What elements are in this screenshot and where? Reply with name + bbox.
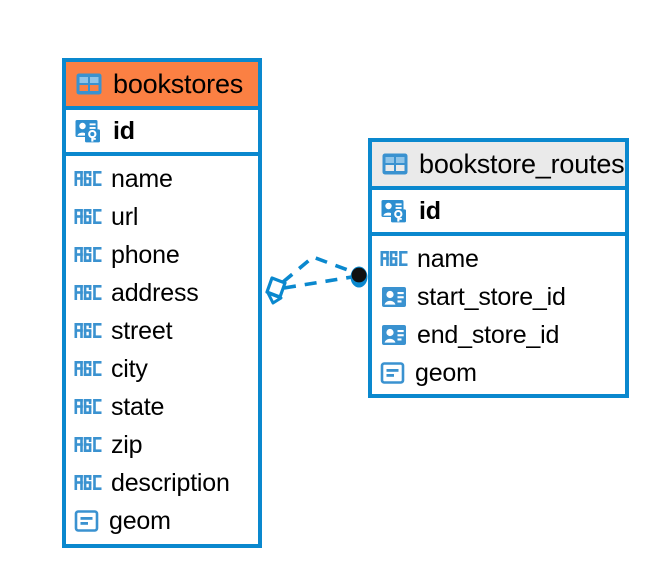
- abc-text-icon: [380, 248, 408, 270]
- field-label-street: street: [111, 316, 173, 345]
- field-row-state[interactable]: state: [66, 388, 258, 426]
- abc-text-icon: [74, 434, 102, 456]
- field-row-geom[interactable]: geom: [372, 354, 625, 392]
- field-row-street[interactable]: street: [66, 312, 258, 350]
- field-row-end-store-id[interactable]: end_store_id: [372, 316, 625, 354]
- field-label-name: name: [417, 244, 479, 273]
- entity-bookstore-routes[interactable]: bookstore_routes id: [368, 138, 629, 398]
- field-label-phone: phone: [111, 240, 180, 269]
- abc-text-icon: [74, 206, 102, 228]
- field-row-id[interactable]: id: [372, 190, 625, 236]
- entity-header-bookstores[interactable]: bookstores: [66, 62, 258, 110]
- field-label-end-store-id: end_store_id: [417, 320, 560, 349]
- field-row-geom[interactable]: geom: [66, 502, 258, 540]
- field-row-url[interactable]: url: [66, 198, 258, 236]
- field-row-name[interactable]: name: [372, 240, 625, 278]
- filled-circle-endpoint: [350, 266, 368, 288]
- field-row-zip[interactable]: zip: [66, 426, 258, 464]
- entity-bookstores[interactable]: bookstores id: [62, 58, 262, 548]
- entity-title-bookstores: bookstores: [113, 68, 244, 99]
- field-row-start-store-id[interactable]: start_store_id: [372, 278, 625, 316]
- field-label-zip: zip: [111, 430, 143, 459]
- entity-header-bookstore-routes[interactable]: bookstore_routes: [372, 142, 625, 190]
- geometry-icon: [380, 360, 406, 386]
- field-label-state: state: [111, 392, 165, 421]
- entity-title-bookstore-routes: bookstore_routes: [419, 148, 625, 179]
- abc-text-icon: [74, 396, 102, 418]
- abc-text-icon: [74, 320, 102, 342]
- primary-key-icon: [74, 116, 104, 146]
- table-icon: [74, 69, 104, 99]
- field-label-geom: geom: [109, 506, 171, 535]
- field-label-name: name: [111, 164, 173, 193]
- field-list-bookstore-routes: name start_store_id: [372, 236, 625, 396]
- field-row-city[interactable]: city: [66, 350, 258, 388]
- field-row-address[interactable]: address: [66, 274, 258, 312]
- field-row-description[interactable]: description: [66, 464, 258, 502]
- field-label-address: address: [111, 278, 199, 307]
- field-label-url: url: [111, 202, 139, 231]
- field-label-start-store-id: start_store_id: [417, 282, 566, 311]
- field-row-phone[interactable]: phone: [66, 236, 258, 274]
- field-row-id[interactable]: id: [66, 110, 258, 156]
- field-label-geom: geom: [415, 358, 477, 387]
- abc-text-icon: [74, 168, 102, 190]
- abc-text-icon: [74, 472, 102, 494]
- abc-text-icon: [74, 244, 102, 266]
- field-label-id: id: [419, 196, 441, 225]
- relationship-line-lower: [283, 275, 353, 290]
- foreign-key-icon: [380, 283, 408, 311]
- field-list-bookstores: name: [66, 156, 258, 544]
- field-label-description: description: [111, 468, 230, 497]
- field-label-city: city: [111, 354, 148, 383]
- field-label-id: id: [113, 116, 135, 145]
- field-row-name[interactable]: name: [66, 160, 258, 198]
- abc-text-icon: [74, 358, 102, 380]
- relationship-line-upper: [281, 254, 354, 284]
- geometry-icon: [74, 508, 100, 534]
- foreign-key-icon: [380, 321, 408, 349]
- primary-key-icon: [380, 196, 410, 226]
- abc-text-icon: [74, 282, 102, 304]
- rhombus-endpoint: [265, 276, 287, 305]
- table-icon: [380, 149, 410, 179]
